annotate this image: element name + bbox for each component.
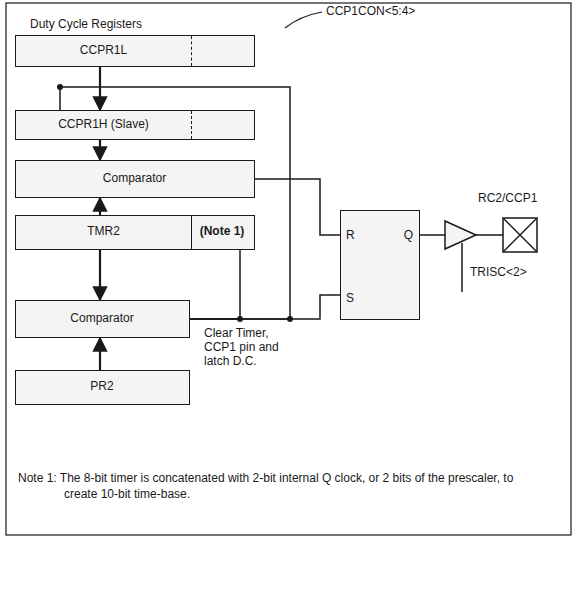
signal-connector [99,140,101,160]
signal-connector [99,250,101,300]
register-box: CCPR1L [15,35,255,67]
group-label: Duty Cycle Registers [30,18,142,32]
junction-dot [287,316,293,322]
buffer-symbol [445,221,476,249]
signal-connector [190,295,340,319]
enable-wire [461,243,463,292]
box-label: Comparator [70,312,133,325]
signal-name: TRISC<2> [470,266,527,280]
register-divider [191,36,192,66]
box-label: CCPR1H (Slave) [58,118,149,131]
comparator-box: Comparator [15,160,255,198]
outer-frame [6,3,571,535]
sr-latch: R Q S [340,210,420,320]
box-label: PR2 [90,380,113,393]
timer-box: TMR2 (Note 1) [15,215,255,250]
output-wire [420,234,445,236]
pin-symbol [503,218,537,252]
register-divider [191,216,192,249]
signal-connector [99,67,101,110]
signal-connector [99,198,101,215]
comparator-box: Comparator [15,300,190,338]
pin-name: RC2/CCP1 [478,192,537,206]
signal-connector [190,250,240,319]
box-label: (Note 1) [200,225,245,238]
box-label: TMR2 [87,225,120,238]
footnote: Note 1: The 8-bit timer is concatenated … [18,470,548,502]
output-wire [476,234,503,236]
pin-label: Q [404,229,413,242]
leader-line [285,12,322,28]
box-label: CCPR1L [80,44,127,57]
pin-label: R [346,229,355,242]
register-box: PR2 [15,370,190,405]
pin-label: S [346,292,354,305]
pin-symbol [503,218,537,252]
register-field-label: CCP1CON<5:4> [326,5,415,19]
pin-symbol [503,218,537,252]
junction-dot [57,84,63,90]
signal-note: Clear Timer, CCP1 pin and latch D.C. [204,327,304,368]
box-label: Comparator [103,172,166,185]
register-box: CCPR1H (Slave) [15,110,255,140]
signal-connector [255,179,340,235]
register-divider [191,111,192,139]
signal-connector [99,338,101,370]
junction-dot [237,316,243,322]
